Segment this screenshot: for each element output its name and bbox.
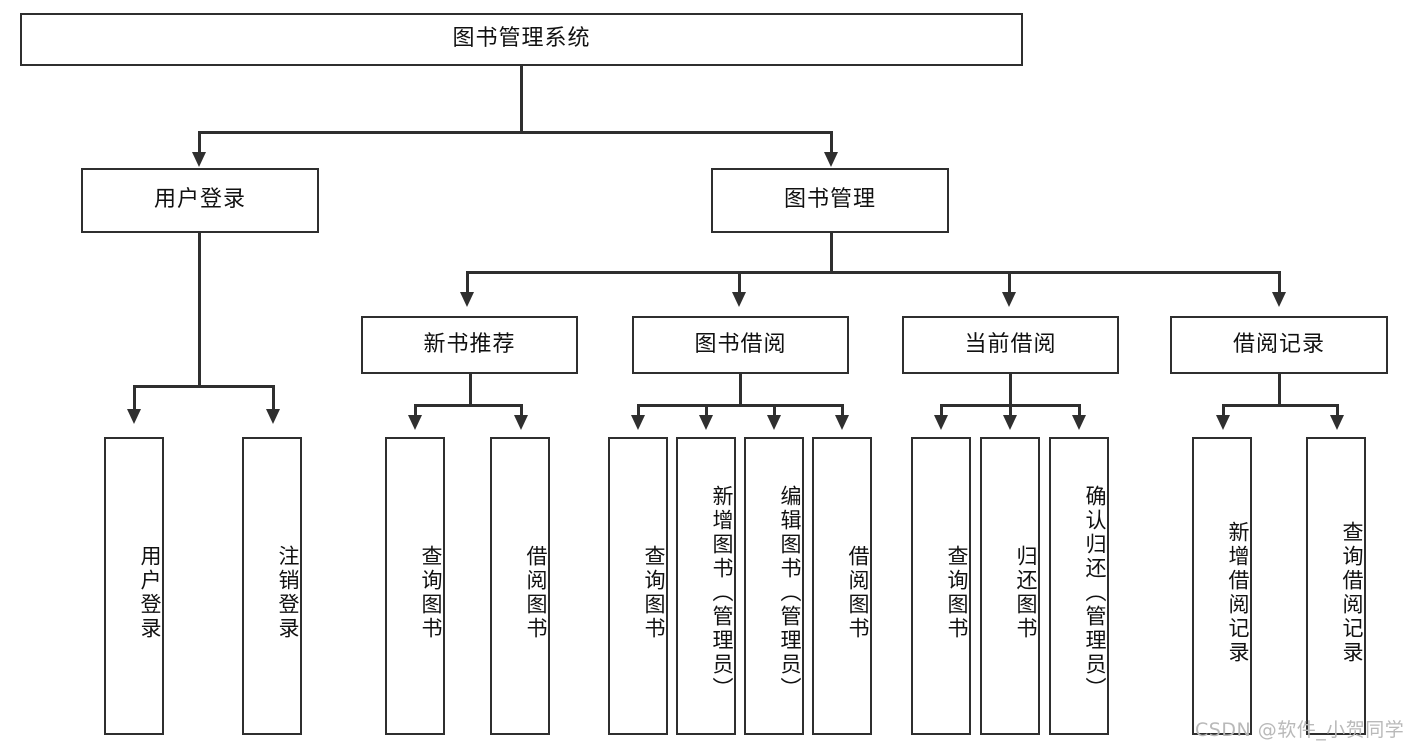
connector-bb-to-leaf-1 xyxy=(637,404,640,418)
leaf-user-login-logout[interactable]: 注销登录 xyxy=(242,437,302,735)
connector-user-login-bus xyxy=(133,385,275,388)
arrowhead-bm-to-current-borrow xyxy=(1002,292,1016,307)
node-label: 新增借阅记录 xyxy=(1226,521,1250,665)
node-label: 查询借阅记录 xyxy=(1340,521,1364,665)
connector-br-stem xyxy=(1278,374,1281,406)
connector-cb-stem xyxy=(1009,374,1012,406)
leaf-book-borrow-add[interactable]: 新增图书（管理员） xyxy=(676,437,736,735)
connector-nbr-bus xyxy=(414,404,522,407)
node-label: 归还图书 xyxy=(1014,545,1038,641)
arrowhead-cb-to-leaf-3 xyxy=(1072,415,1086,430)
connector-bb-to-leaf-2 xyxy=(705,404,708,418)
connector-bb-to-leaf-4 xyxy=(841,404,844,418)
arrowhead-bb-to-leaf-1 xyxy=(631,415,645,430)
connector-nbr-stem xyxy=(469,374,472,406)
connector-root-bus xyxy=(198,131,832,134)
connector-user-login-to-leaf-2 xyxy=(272,385,275,413)
arrowhead-nbr-to-leaf-1 xyxy=(408,415,422,430)
connector-bm-to-borrow-record xyxy=(1278,271,1281,296)
node-label: 查询图书 xyxy=(419,545,443,641)
connector-book-management-stem xyxy=(830,233,833,273)
leaf-borrow-record-query[interactable]: 查询借阅记录 xyxy=(1306,437,1366,735)
node-label: 借阅图书 xyxy=(524,545,548,641)
arrowhead-root-to-user-login xyxy=(192,152,206,167)
connector-root-to-book-management xyxy=(830,131,833,157)
connector-bm-to-new-book xyxy=(466,271,469,296)
connector-user-login-stem xyxy=(198,233,201,386)
connector-cb-to-leaf-3 xyxy=(1078,404,1081,418)
node-borrow-record[interactable]: 借阅记录 xyxy=(1170,316,1388,374)
node-label: 注销登录 xyxy=(276,545,300,641)
connector-bm-to-current-borrow xyxy=(1008,271,1011,296)
leaf-user-login-login[interactable]: 用户登录 xyxy=(104,437,164,735)
node-label: 用户登录 xyxy=(138,545,162,641)
connector-br-bus xyxy=(1222,404,1338,407)
arrowhead-bm-to-book-borrow xyxy=(732,292,746,307)
connector-br-to-leaf-1 xyxy=(1222,404,1225,418)
connector-bm-to-book-borrow xyxy=(738,271,741,296)
arrowhead-bb-to-leaf-4 xyxy=(835,415,849,430)
connector-bb-stem xyxy=(739,374,742,406)
connector-root-stem xyxy=(520,66,523,132)
leaf-current-borrow-confirm-return[interactable]: 确认归还（管理员） xyxy=(1049,437,1109,735)
node-current-borrow[interactable]: 当前借阅 xyxy=(902,316,1119,374)
arrowhead-bb-to-leaf-2 xyxy=(699,415,713,430)
node-new-book-recommend[interactable]: 新书推荐 xyxy=(361,316,578,374)
node-label: 查询图书 xyxy=(642,545,666,641)
node-label: 查询图书 xyxy=(945,545,969,641)
connector-root-to-user-login xyxy=(198,131,201,157)
connector-book-management-bus xyxy=(466,271,1278,274)
node-label: 确认归还（管理员） xyxy=(1083,485,1107,701)
node-label: 新书推荐 xyxy=(423,331,516,357)
node-label: 新增图书（管理员） xyxy=(710,485,734,701)
connector-nbr-to-leaf-1 xyxy=(414,404,417,418)
leaf-new-book-borrow[interactable]: 借阅图书 xyxy=(490,437,550,735)
node-label: 图书管理 xyxy=(783,187,876,213)
connector-nbr-to-leaf-2 xyxy=(520,404,523,418)
arrowhead-bm-to-borrow-record xyxy=(1272,292,1286,307)
watermark-csdn: CSDN @软件_小贺同学 xyxy=(1195,719,1405,741)
connector-br-to-leaf-2 xyxy=(1336,404,1339,418)
node-label: 图书借阅 xyxy=(694,331,787,357)
node-label: 编辑图书（管理员） xyxy=(778,485,802,701)
connector-cb-to-leaf-2 xyxy=(1009,404,1012,418)
node-label: 借阅图书 xyxy=(846,545,870,641)
connector-bb-to-leaf-3 xyxy=(773,404,776,418)
leaf-book-borrow-query[interactable]: 查询图书 xyxy=(608,437,668,735)
node-user-login[interactable]: 用户登录 xyxy=(81,168,319,233)
leaf-current-borrow-return[interactable]: 归还图书 xyxy=(980,437,1040,735)
leaf-book-borrow-borrow[interactable]: 借阅图书 xyxy=(812,437,872,735)
arrowhead-nbr-to-leaf-2 xyxy=(514,415,528,430)
arrowhead-cb-to-leaf-1 xyxy=(934,415,948,430)
leaf-borrow-record-add[interactable]: 新增借阅记录 xyxy=(1192,437,1252,735)
connector-bb-bus xyxy=(637,404,843,407)
leaf-current-borrow-query[interactable]: 查询图书 xyxy=(911,437,971,735)
arrowhead-br-to-leaf-2 xyxy=(1330,415,1344,430)
node-root-book-management-system[interactable]: 图书管理系统 xyxy=(20,13,1023,66)
arrowhead-user-login-to-leaf-1 xyxy=(127,409,141,424)
arrowhead-bb-to-leaf-3 xyxy=(767,415,781,430)
leaf-book-borrow-edit[interactable]: 编辑图书（管理员） xyxy=(744,437,804,735)
arrowhead-user-login-to-leaf-2 xyxy=(266,409,280,424)
arrowhead-br-to-leaf-1 xyxy=(1216,415,1230,430)
arrowhead-cb-to-leaf-2 xyxy=(1003,415,1017,430)
connector-cb-to-leaf-1 xyxy=(940,404,943,418)
node-label: 图书管理系统 xyxy=(452,26,591,52)
node-book-borrow[interactable]: 图书借阅 xyxy=(632,316,849,374)
node-book-management[interactable]: 图书管理 xyxy=(711,168,949,233)
node-label: 用户登录 xyxy=(153,187,246,213)
arrowhead-bm-to-new-book xyxy=(460,292,474,307)
arrowhead-root-to-book-management xyxy=(824,152,838,167)
node-label: 当前借阅 xyxy=(964,331,1057,357)
connector-user-login-to-leaf-1 xyxy=(133,385,136,413)
node-label: 借阅记录 xyxy=(1232,331,1325,357)
leaf-new-book-query[interactable]: 查询图书 xyxy=(385,437,445,735)
